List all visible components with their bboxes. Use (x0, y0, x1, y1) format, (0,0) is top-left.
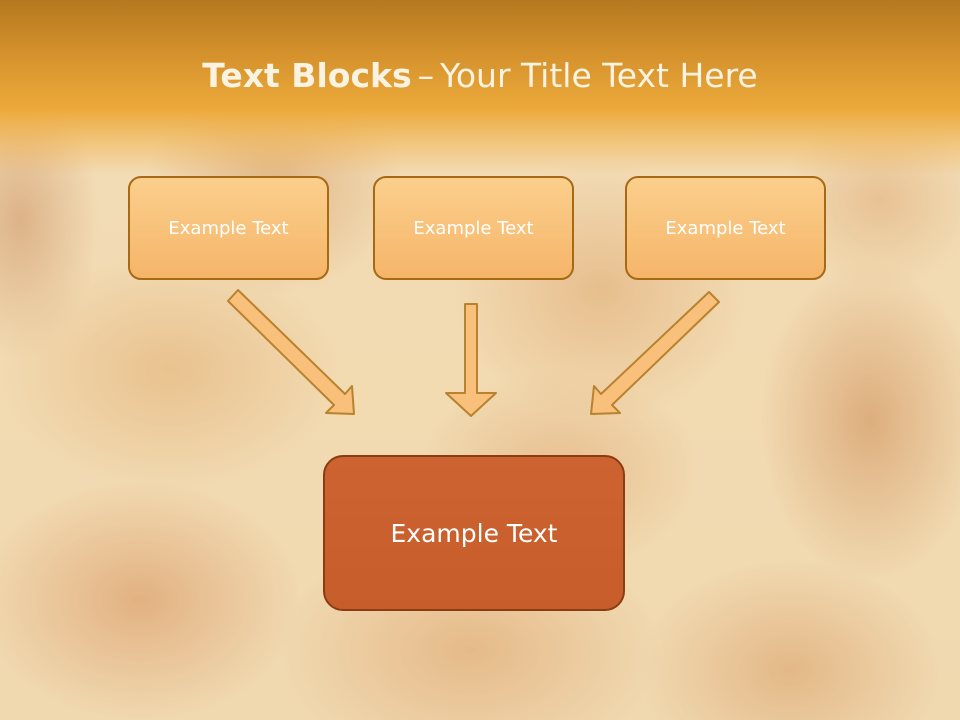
title-regular-text: Your Title Text Here (440, 56, 758, 95)
main-text-block[interactable]: Example Text (323, 455, 625, 611)
arrow-right[interactable] (590, 291, 720, 415)
text-block-3[interactable]: Example Text (625, 176, 826, 280)
text-block-2-label: Example Text (413, 217, 534, 239)
arrow-middle[interactable] (445, 303, 497, 417)
arrow-left[interactable] (227, 289, 355, 415)
text-block-2[interactable]: Example Text (373, 176, 574, 280)
title-separator: – (417, 56, 435, 95)
title-bold-text: Text Blocks (202, 56, 412, 95)
title-band (0, 0, 960, 175)
text-block-1-label: Example Text (168, 217, 289, 239)
main-text-block-label: Example Text (390, 518, 558, 548)
text-block-3-label: Example Text (665, 217, 786, 239)
slide-title[interactable]: Text Blocks–Your Title Text Here (0, 54, 960, 98)
text-block-1[interactable]: Example Text (128, 176, 329, 280)
